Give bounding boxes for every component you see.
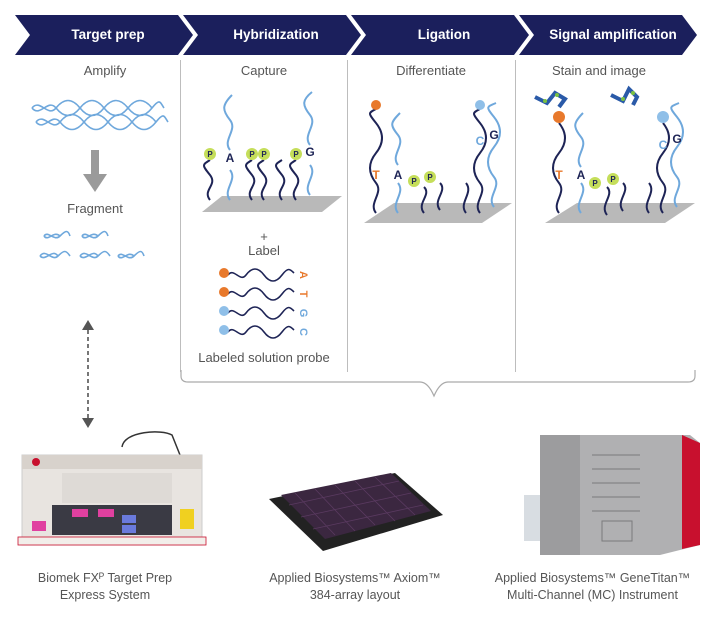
step-title: Ligation [417,27,471,42]
step-banner-ligation: Ligation [351,15,529,55]
genetitan-instrument-image [524,435,700,555]
chevron-shape [183,15,361,55]
probe-base-label: A [297,271,309,279]
substep-stain-and-image: Stain and image [552,63,646,78]
step-banner-target-prep: Target prep [15,15,193,55]
phosphate-label: P [411,177,417,186]
phosphate-label: P [249,150,255,159]
column-divider [180,60,181,372]
base-label: T [555,168,563,182]
phosphate-label: P [207,150,213,159]
chevron-shape [15,15,193,55]
amplified-dna-icon [31,99,169,131]
base-label: G [672,132,681,146]
chevron-shape [351,15,529,55]
base-label: C [659,138,668,152]
instrument-caption-biomek: Biomek FXᴾ Target Prep Express System [10,570,200,604]
caption-line: Biomek FXᴾ Target Prep [37,571,173,585]
substep-labeled-solution-probe: Labeled solution probe [198,350,330,365]
probe-base-label: G [297,309,309,318]
instrument-caption-genetitan: Applied Biosystems™ GeneTitan™ Multi-Cha… [485,570,700,604]
phosphate-group-icons [204,148,302,160]
fragmented-dna-icon [39,230,145,259]
probe-base-label: C [297,328,309,336]
caption-line: 384-array layout [309,588,401,602]
phosphate-label: P [610,175,616,184]
base-label: C [476,134,485,148]
substep-label: Label [248,243,280,258]
axiom-array-plate-image [269,473,443,551]
base-label: A [577,168,586,182]
capture-array-diagram: P P P P A G [202,91,342,212]
base-label: A [394,168,403,182]
labeled-probes-diagram: A T G C [219,268,309,339]
step-title: Signal amplification [549,27,677,42]
base-label: G [489,128,498,142]
instrument-caption-axiom: Applied Biosystems™ Axiom™ 384-array lay… [250,570,460,604]
ligation-array-diagram: P P T A C G [364,100,512,223]
base-label: A [226,151,235,165]
substep-differentiate: Differentiate [396,63,466,78]
step-title: Target prep [71,27,145,42]
down-arrow-icon [83,150,107,192]
phosphate-label: P [592,179,598,188]
base-label: T [372,168,380,182]
biomek-fx-instrument-image [17,431,207,546]
phosphate-label: P [293,150,299,159]
caption-line: Multi-Channel (MC) Instrument [507,588,678,602]
chevron-shape [519,15,697,55]
bidirectional-dashed-arrow-icon [82,320,94,428]
substep-fragment: Fragment [67,201,123,216]
substep-capture: Capture [240,63,288,78]
step-title: Hybridization [233,27,319,42]
column-divider [515,60,516,372]
grouping-brace [180,370,696,398]
caption-line: Applied Biosystems™ Axiom™ [269,571,441,585]
caption-line: Express System [59,588,151,602]
base-label: G [305,145,314,159]
caption-line: Applied Biosystems™ GeneTitan™ [494,571,691,585]
phosphate-label: P [261,150,267,159]
stain-array-diagram: P P T A C G [534,85,695,223]
antibody-stain-icon [534,85,640,109]
probe-base-label: T [297,291,309,298]
plus-sign: + [260,229,268,244]
step-banner-hybridization: Hybridization [183,15,361,55]
column-divider [347,60,348,372]
step-banner-signal-amplification: Signal amplification [519,15,697,55]
phosphate-label: P [427,173,433,182]
substep-amplify: Amplify [83,63,127,78]
